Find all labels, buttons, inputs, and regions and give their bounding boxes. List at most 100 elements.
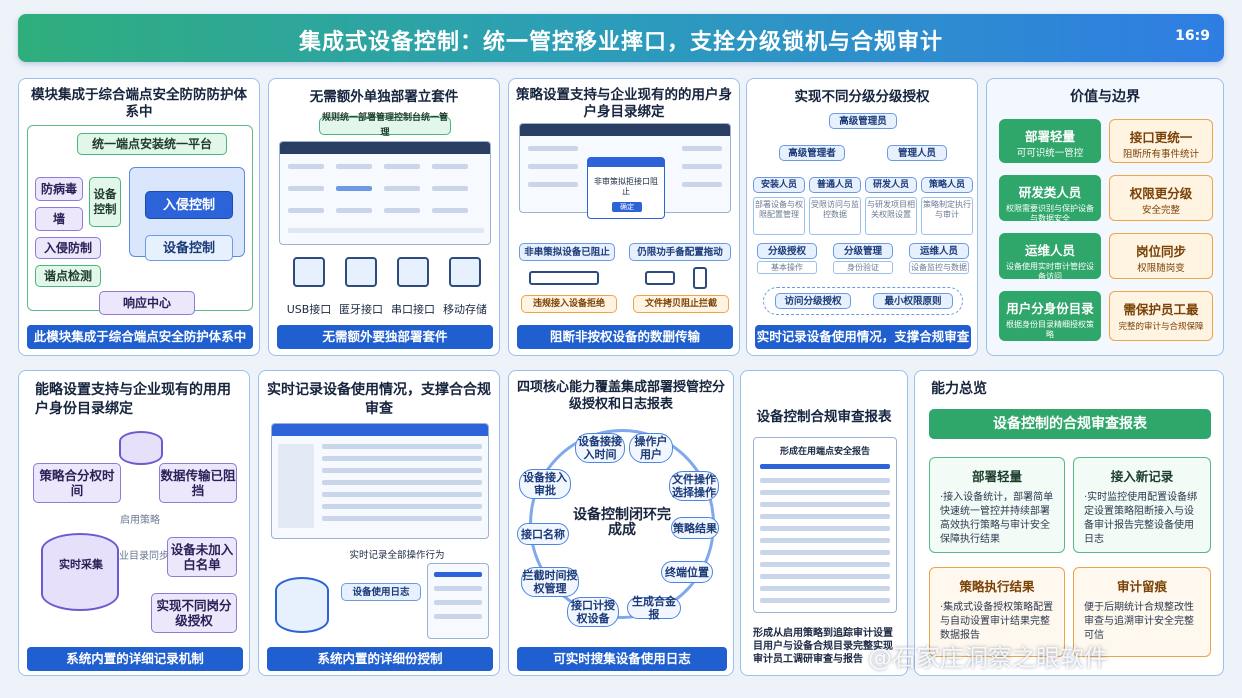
device-log-label: 设备使用日志 — [341, 583, 421, 601]
usb-plug-icon — [645, 271, 675, 285]
intrusion-prevention-box: 入侵防制 — [35, 237, 101, 259]
serial-port-icon — [397, 257, 429, 287]
org-role-4: 策略人员 — [921, 177, 973, 193]
panel-footer: 系统内置的详细份授制 — [267, 647, 493, 671]
org-role-3: 研发人员 — [865, 177, 917, 193]
aspect-ratio-label: 16:9 — [1175, 28, 1210, 44]
capability-node-8: 拦截时间授权管理 — [521, 567, 579, 597]
log-subtitle: 实时记录全部操作行为 — [349, 550, 445, 561]
panel-directory-binding: 策略设置支持与企业现有的的用户身户身目录绑定 非审策拟拒接口阻止 确定 非串策拟… — [508, 78, 740, 356]
auth-desc-3: 设备监控与数据 — [909, 261, 969, 274]
value-card-right-3: 岗位同步权限随岗变 — [1109, 233, 1213, 279]
realtime-collect-label: 实时采集 — [59, 557, 103, 571]
transfer-blocked-box: 数据传输已阻挡 — [159, 463, 237, 503]
panel-title: 能略设置支持与企业现有的用用户身份目录绑定 — [35, 382, 231, 417]
overview-card-3: 策略执行结果·集成式设备授权策略配置与自动设置审计结果完整数据报告 — [929, 567, 1065, 657]
panel-footer: 系统内置的详细记录机制 — [27, 647, 243, 671]
capability-node-5: 终端位置 — [661, 561, 713, 583]
panel-title: 实时记录设备使用情况，支撑合合规审查 — [267, 382, 491, 417]
panel-footer: 实时记录设备使用情况，支撑合规审查 — [755, 325, 971, 349]
least-privilege-node: 最小权限原则 — [873, 293, 953, 309]
icon-label-bluetooth: 匿牙接口 — [339, 303, 383, 316]
value-card-right-1: 接口更统一阻断所有事件统计 — [1109, 119, 1213, 163]
overview-banner: 设备控制的合规审查报表 — [929, 409, 1211, 439]
violation-tag: 违规接入设备拒绝 — [521, 295, 617, 313]
org-role-2: 普通人员 — [809, 177, 861, 193]
capability-node-10: 设备接入审批 — [519, 469, 571, 499]
capability-node-9: 接口名称 — [517, 523, 569, 545]
database-icon — [275, 577, 329, 633]
usb-icon — [293, 257, 325, 287]
icon-label-storage: 移动存储 — [443, 303, 487, 316]
auth-node-2: 分级管理 — [833, 243, 893, 259]
value-card-right-2: 权限更分级安全完整 — [1109, 175, 1213, 221]
panel-title: 实现不同分级分级授权 — [794, 89, 930, 105]
mobile-storage-icon — [449, 257, 481, 287]
org-role-1: 安装人员 — [753, 177, 805, 193]
dialog-message: 非审策拟拒接口阻止 — [594, 177, 658, 196]
auth-node-1: 分级授权 — [757, 243, 817, 259]
watermark: @石家庄洞察之眼软件 — [868, 644, 1108, 672]
panel-capability-overview: 能力总览 设备控制的合规审查报表 部署轻量·接入设备统计，部署简单快速统一管控并… — [914, 370, 1224, 676]
overview-card-1: 部署轻量·接入设备统计，部署简单快速统一管控并持续部署高效执行策略与审计安全保障… — [929, 457, 1065, 553]
device-control-box: 设备控制 — [145, 235, 233, 261]
panel-footer: 可实时搜集设备使用日志 — [517, 647, 727, 671]
panel-core-capabilities: 四项核心能力覆盖集成部署授管控分级授权和日志报表 设备控制闭环完成成 设备接接入… — [508, 370, 734, 676]
page-title: 集成式设备控制：统一管控移业摔口，支拴分级锁机与合规审计 — [298, 30, 943, 55]
cable-icon — [529, 271, 599, 285]
panel-title: 设备控制合规审查报表 — [756, 409, 892, 425]
panel-title: 价值与边界 — [1070, 89, 1140, 105]
value-card-left-2: 研发类人员权限需要识别与保护设备与数据安全 — [999, 175, 1101, 223]
role-desc-1: 部署设备与权限配置管理 — [753, 197, 805, 235]
report-header: 形成在用端点安全报告 — [779, 447, 870, 457]
intrusion-control-box: 入侵控制 — [145, 191, 233, 219]
role-desc-4: 策略制定执行与审计 — [921, 197, 973, 235]
panel-title: 无需额外单独部署立套件 — [309, 89, 459, 105]
response-center-box: 响应中心 — [99, 291, 195, 315]
value-card-left-3: 运维人员设备使用实时审计管控设备访问 — [999, 233, 1101, 281]
tiered-auth-box: 实现不同岗分级授权 — [151, 593, 237, 633]
panel-compliance-report: 设备控制合规审查报表 形成在用端点安全报告 形成从启用策略到追踪审计设置目用户与… — [740, 370, 908, 676]
dialog-ok-button[interactable]: 确定 — [612, 202, 642, 212]
not-whitelisted-box: 设备未加入白名单 — [167, 537, 237, 577]
capability-node-3: 文件操作选择操作 — [669, 471, 719, 501]
panel-title: 四项核心能力覆盖集成部署授管控分级授权和日志报表 — [516, 380, 725, 412]
bluetooth-icon — [345, 257, 377, 287]
database-top-icon — [119, 431, 163, 465]
panel-realtime-log: 实时记录设备使用情况，支撑合合规审查 实时记录全部操作行为 设备使用日志 系统内… — [258, 370, 500, 676]
report-summary: 形成从启用策略到追踪审计设置目用户与设备合规目录完整实现审计员工调研审查与报告 — [753, 628, 893, 665]
block-dialog-window — [519, 123, 731, 213]
report-document: 形成在用端点安全报告 — [753, 437, 897, 613]
auth-desc-2: 身份验证 — [833, 261, 893, 274]
panel-tiered-authorization: 实现不同分级分级授权 高级管理员 高级管理者 管理人员 安装人员 普通人员 研发… — [746, 78, 978, 356]
capability-node-6: 生成合金报 — [627, 595, 681, 621]
panel-title: 模块集成于综合端点安全防防防护体系中 — [31, 87, 247, 120]
phone-icon — [693, 267, 707, 289]
capability-node-7: 接口计授权设备 — [567, 597, 619, 627]
panel-policy-directory: 能略设置支持与企业现有的用用户身份目录绑定 策略合分权时间 数据传输已阻挡 启用… — [18, 370, 250, 676]
block-dialog[interactable]: 非审策拟拒接口阻止 确定 — [587, 157, 665, 219]
panel-title: 策略设置支持与企业现有的的用户身户身目录绑定 — [516, 87, 732, 120]
database-icon — [41, 533, 119, 611]
capability-node-2: 操作户用户 — [629, 433, 673, 463]
value-card-right-4: 需保护员工最完整的审计与合规保障 — [1109, 291, 1213, 341]
org-level2-a: 高级管理者 — [779, 145, 845, 161]
policy-time-box: 策略合分权时间 — [33, 463, 121, 503]
auth-desc-1: 基本操作 — [757, 261, 817, 274]
panel-title: 能力总览 — [931, 381, 987, 397]
icon-label-usb: USB接口 — [286, 303, 332, 316]
log-console-window — [271, 423, 489, 539]
platform-box: 统一端点安装统一平台 — [77, 133, 227, 155]
copy-block-tag: 文件拷贝阻止拦截 — [633, 295, 729, 313]
icon-label-serial: 串口接口 — [391, 303, 435, 316]
panel-footer: 阻断非按权设备的数删传输 — [517, 325, 733, 349]
panel-footer: 无需额外要独部署套件 — [277, 325, 493, 349]
role-desc-3: 与研发项目相关权限设置 — [865, 197, 917, 235]
value-card-left-4: 用户分身份目录根据身份目录精细授权策略 — [999, 291, 1101, 341]
access-tier-node: 访问分级授权 — [775, 293, 851, 309]
console-window — [279, 141, 491, 245]
blocked-device-row: 非串策拟设备已阻止 — [519, 243, 615, 261]
value-card-left-1: 部署轻量可可识统一管控 — [999, 119, 1101, 163]
capability-node-1: 设备接接入时间 — [575, 433, 625, 463]
org-root: 高级管理员 — [829, 113, 897, 129]
